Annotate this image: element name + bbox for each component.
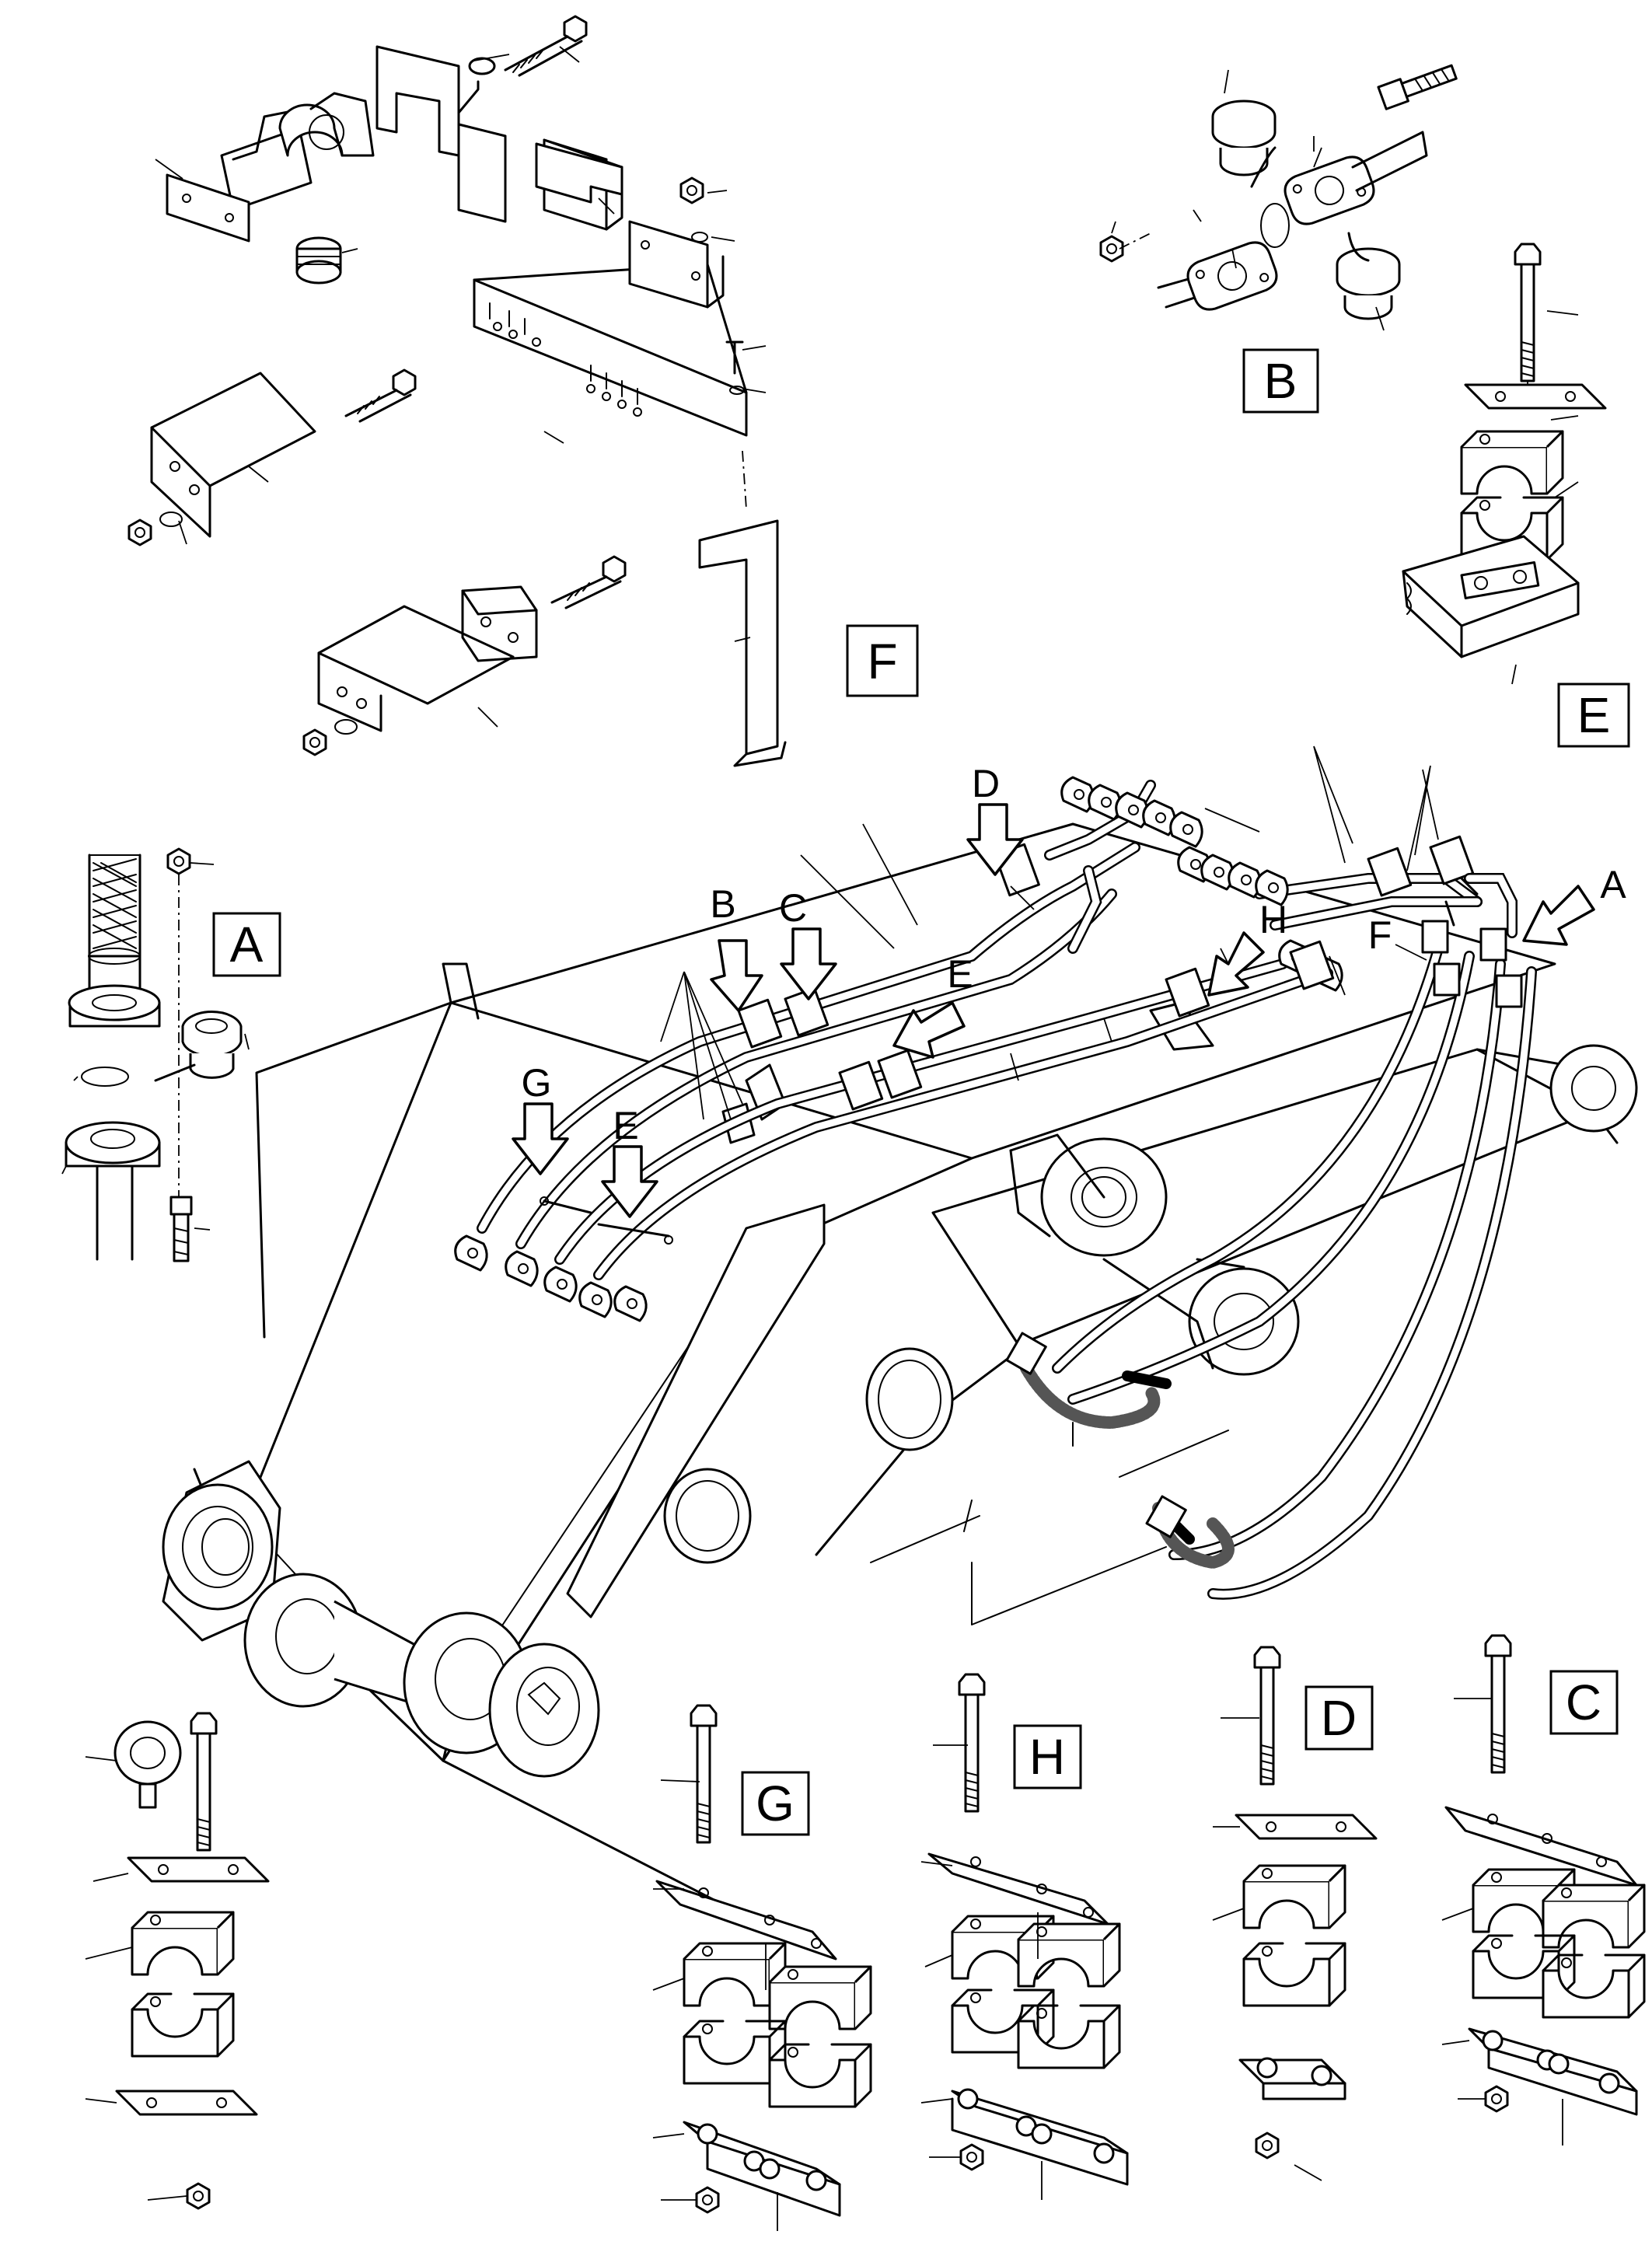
hose-fittings-top-right xyxy=(1421,873,1523,1008)
detail-f-assembly xyxy=(127,15,787,767)
callout-e1-label: E xyxy=(947,952,973,996)
detail-d-clamp xyxy=(1212,1646,1378,2181)
detail-e-label: E xyxy=(1577,687,1611,743)
callout-h-label: H xyxy=(1259,898,1287,941)
detail-h-clamp xyxy=(920,1673,1129,2200)
boom-hose-clamps xyxy=(540,835,1475,1245)
callout-d-label: D xyxy=(972,762,1000,805)
detail-h-label: H xyxy=(1029,1729,1065,1785)
detail-a-label: A xyxy=(230,917,264,972)
detail-f-label: F xyxy=(867,634,897,690)
boom-assembly xyxy=(162,822,1638,1906)
detail-b-label: B xyxy=(1264,353,1298,409)
callout-e2-label: E xyxy=(613,1104,638,1147)
main-view-leaders xyxy=(660,745,1439,1120)
detail-e-label-box xyxy=(1557,683,1630,748)
long-hoses-to-cylinder xyxy=(1005,943,1537,1600)
detail-b-flange-connection xyxy=(1099,64,1458,331)
detail-e-clamp-on-rail xyxy=(1402,243,1607,685)
callout-arrow-e-upper xyxy=(892,1001,966,1059)
callout-a-label: A xyxy=(1600,863,1626,906)
detail-f-label-box xyxy=(846,624,919,697)
detail-c-label: C xyxy=(1566,1674,1601,1730)
detail-h-label-box xyxy=(1013,1724,1082,1789)
detail-c-label-box xyxy=(1549,1670,1619,1735)
callout-f-label: F xyxy=(1368,913,1392,957)
detail-d-label: D xyxy=(1321,1690,1357,1746)
callout-arrow-e-lower xyxy=(601,1145,658,1218)
callout-arrow-b xyxy=(710,939,763,1012)
arm-end-boss-1 xyxy=(162,1460,281,1642)
inspection-cover-1 xyxy=(865,1347,954,1451)
callout-arrow-d xyxy=(966,803,1024,876)
detail-g-clamp xyxy=(652,1704,872,2231)
callout-c-label: C xyxy=(779,886,807,930)
callout-b-label: B xyxy=(710,882,735,926)
inspection-cover-2 xyxy=(663,1468,752,1564)
detail-a-label-box xyxy=(212,912,281,977)
detail-g-label-box xyxy=(741,1771,810,1836)
arm-end-boss-4 xyxy=(488,1643,600,1778)
boom-foot-bushing-2 xyxy=(1188,1267,1300,1376)
callout-arrow-a xyxy=(1522,885,1595,946)
detail-a-hose-fitting xyxy=(61,847,250,1262)
callout-g-label: G xyxy=(522,1061,552,1105)
detail-g-label: G xyxy=(756,1775,795,1831)
detail-eyebolt-clamp xyxy=(85,1712,270,2210)
detail-b-label-box xyxy=(1242,348,1319,414)
callout-arrow-h xyxy=(1207,931,1265,997)
callout-arrow-g xyxy=(512,1102,569,1175)
callout-arrow-c xyxy=(780,927,837,1000)
detail-d-label-box xyxy=(1304,1685,1374,1751)
